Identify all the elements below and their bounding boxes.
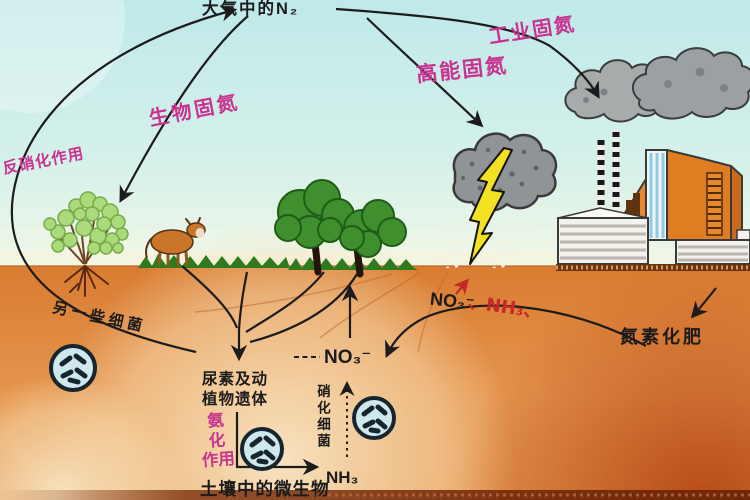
shrub <box>43 191 129 297</box>
urea-remains-label: 尿素及动 植物遗体 <box>202 371 269 408</box>
trees <box>274 179 407 278</box>
nitrifying-bacteria-label: 硝化细菌 <box>315 384 330 450</box>
atmosphere-n2-label: 大气中的N₂ <box>202 0 300 18</box>
soil-nitrate-label: NO₃⁻ <box>324 347 372 368</box>
cycle-arrows <box>10 5 717 476</box>
factory-to-fertilizer-arrow <box>690 287 717 319</box>
shrub-roots <box>64 265 109 297</box>
bacteria-icon <box>240 427 284 471</box>
industrial-fixation-arrow <box>335 7 600 99</box>
high-energy-fixation-arrow <box>366 17 484 128</box>
ammonia-label: NH₃ <box>326 468 359 487</box>
bacteria-icon <box>352 396 396 440</box>
soil-microbes-label: 土壤中的微生物 <box>200 479 330 499</box>
nitrogen-fertilizer-label: 氮素化肥 <box>620 327 704 347</box>
factory-icon <box>556 47 750 271</box>
ground <box>0 225 750 500</box>
factory-ladder <box>706 172 723 236</box>
ammonification-label: 氨 化 作用 <box>201 410 236 471</box>
cow <box>145 217 206 267</box>
denitrification-arrow <box>10 5 238 354</box>
lightning-icon <box>469 147 513 265</box>
ammonification-arrow <box>235 412 320 476</box>
red-annotation-arrow <box>453 278 469 296</box>
fertilizer-to-soil-arrow <box>385 304 647 358</box>
bacteria-icon <box>49 344 97 392</box>
bacteria-icons <box>49 344 396 471</box>
storm-cloud-icon <box>452 132 558 265</box>
biological-fixation-arrow <box>119 15 249 203</box>
soil-furrow-lines <box>194 271 449 353</box>
